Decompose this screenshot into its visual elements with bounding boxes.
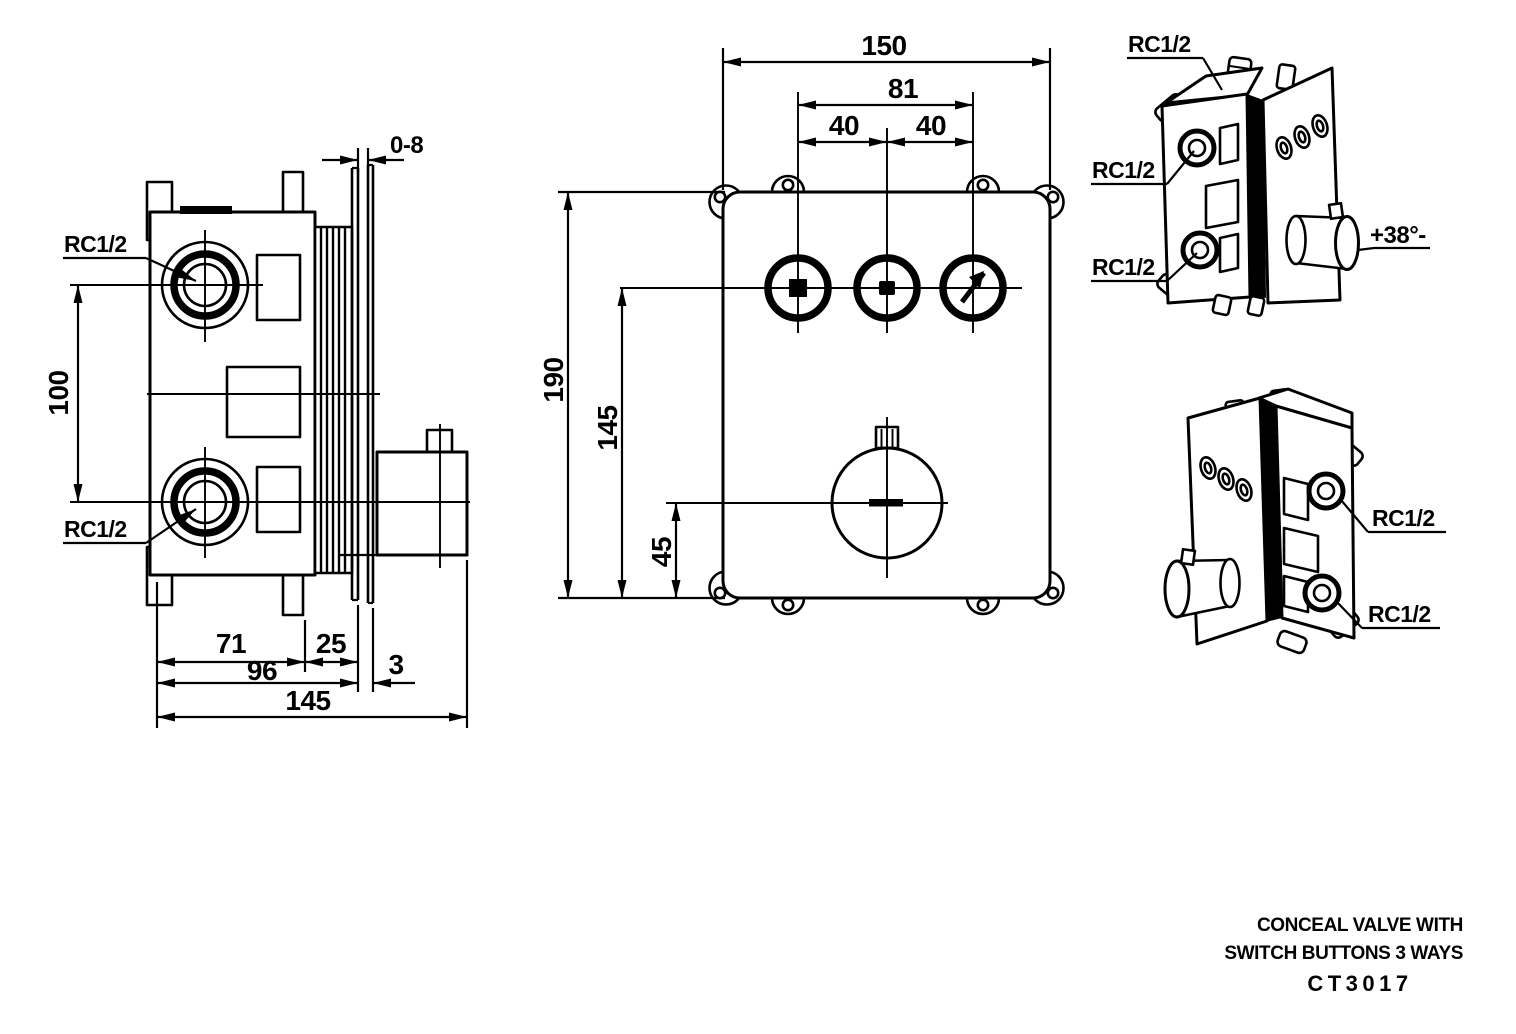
body-window-middle [225, 365, 302, 439]
iso-b-port-upper [1306, 471, 1346, 511]
dim-gap-label: 0-8 [390, 132, 423, 159]
side-top-stub [281, 170, 305, 214]
side-bottom-stub [281, 573, 305, 617]
title-block: CONCEAL VALVE WITH SWITCH BUTTONS 3 WAYS… [1224, 915, 1463, 996]
iso-b-window-middle [1282, 526, 1320, 574]
temp-knob-side [375, 450, 469, 557]
iso-a-window-bottom [1218, 232, 1240, 274]
front-left-dims: 190 145 45 [538, 190, 725, 600]
dim-100: 100 [43, 285, 83, 502]
dim-71-label: 71 [216, 628, 246, 659]
rc12-label: RC1/2 [1128, 31, 1191, 57]
iso-b-rc12-lower-callout: RC1/2 [1335, 600, 1440, 630]
body-top-seal-bar [180, 206, 232, 214]
dim-81-label: 81 [888, 73, 918, 104]
iso-a-plate-edge-band [1247, 94, 1266, 298]
dim-145-front-label: 145 [592, 405, 623, 450]
iso-b-plate-buttons [1199, 456, 1253, 502]
iso-view-top-right: RC1/2 RC1/2 RC1/2 +38°- [1091, 31, 1430, 318]
iso-b-window-bottom [1282, 574, 1310, 614]
rc12-top-label: RC1/2 [64, 231, 127, 257]
rc12-label: RC1/2 [1092, 157, 1155, 183]
dim-40-right-label: 40 [916, 110, 946, 141]
dim-145-side-label: 145 [285, 685, 330, 716]
iso-a-foot-1 [1211, 293, 1233, 317]
side-bottom-dims: 71 25 96 3 145 [155, 560, 469, 728]
rc12-bottom-callout: RC1/2 [63, 508, 197, 545]
dim-96-label: 96 [247, 655, 277, 686]
iso-a-plate-buttons [1275, 114, 1329, 160]
product-title-line1: CONCEAL VALVE WITH [1257, 915, 1463, 936]
side-view: RC1/2 RC1/2 100 0-8 [43, 132, 470, 728]
dim-190-label: 190 [538, 357, 569, 402]
iso-b-port-lower [1302, 573, 1342, 613]
iso-a-foot-2 [1246, 294, 1266, 318]
dim-25-label: 25 [316, 628, 346, 659]
body-window-bottom [255, 465, 302, 534]
product-model: CT3017 [1307, 971, 1412, 996]
dim-100-label: 100 [43, 370, 74, 415]
rc12-bottom-label: RC1/2 [64, 516, 127, 542]
product-title-line2: SWITCH BUTTONS 3 WAYS [1224, 943, 1463, 964]
iso-a-temp-knob [1285, 201, 1360, 271]
rc12-label: RC1/2 [1368, 601, 1431, 627]
rc12-top-callout: RC1/2 [63, 231, 197, 282]
body-window-top [255, 253, 302, 322]
iso-a-rc12-lower-callout: RC1/2 [1091, 252, 1198, 283]
front-top-dims: 150 81 40 40 [721, 30, 1052, 190]
iso-a-window-top [1218, 122, 1240, 166]
dim-40-left-label: 40 [829, 110, 859, 141]
iso-a-rc12-top-callout: RC1/2 [1127, 31, 1223, 91]
wall-plate-section [350, 163, 375, 605]
dim-45-label: 45 [646, 537, 677, 567]
iso-b-lug-bottom-middle [1276, 629, 1308, 655]
iso-a-rc12-upper-callout: RC1/2 [1091, 150, 1195, 186]
iso-b-rc12-upper-callout: RC1/2 [1340, 499, 1446, 534]
iso-a-temp-callout: +38°- [1357, 222, 1430, 252]
iso-b-window-top [1282, 476, 1310, 522]
iso-a-port-upper [1177, 128, 1217, 168]
temp-38-label: +38°- [1370, 222, 1426, 249]
dim-gap-0-8: 0-8 [322, 132, 424, 172]
rc12-label: RC1/2 [1092, 254, 1155, 280]
iso-a-window-middle [1204, 178, 1240, 230]
iso-view-bottom-right: RC1/2 RC1/2 [1163, 387, 1446, 655]
iso-b-temp-knob [1163, 547, 1241, 619]
dim-3-label: 3 [388, 649, 403, 680]
fin-lines [319, 227, 347, 573]
dim-150-label: 150 [861, 30, 906, 61]
front-view: 150 81 40 40 190 145 45 [538, 30, 1065, 616]
rc12-label: RC1/2 [1372, 505, 1435, 531]
